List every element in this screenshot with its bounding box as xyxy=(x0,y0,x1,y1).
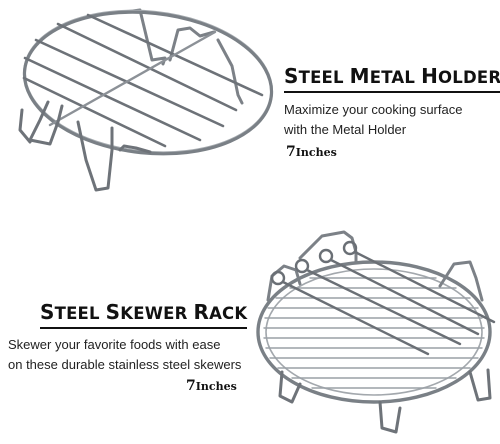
title-cap-letter: S xyxy=(40,300,55,324)
description-line: Skewer your favorite foods with ease xyxy=(8,337,221,352)
skewer xyxy=(281,280,430,356)
title-rest: ETAL xyxy=(369,68,422,87)
skewer-rack-title: STEEL SKEWER RACK xyxy=(40,302,247,323)
title-underline xyxy=(40,327,248,329)
size-unit: Inches xyxy=(195,380,237,393)
skewer-rack-ring-inner xyxy=(265,268,483,396)
skewer-rack-title-wrap: STEEL SKEWER RACK xyxy=(40,302,248,329)
skewers xyxy=(270,240,496,356)
size-number: 7 xyxy=(286,144,296,160)
skewer xyxy=(329,258,480,336)
metal-holder-size: 7Inches xyxy=(286,144,500,160)
skewer-loop xyxy=(318,248,334,264)
title-cap-letter: S xyxy=(105,300,121,324)
metal-holder-caption: STEEL METAL HOLDER Maximize your cooking… xyxy=(284,66,500,160)
skewer-rack-caption: STEEL SKEWER RACK Skewer your favorite f… xyxy=(8,302,248,394)
holder-back-leg-right-2 xyxy=(216,38,244,105)
holder-front-leg-mid xyxy=(76,120,114,192)
skewer-frame-left xyxy=(266,264,302,302)
metal-holder-description: Maximize your cooking surface with the M… xyxy=(284,100,500,140)
holder-front-leg-right xyxy=(118,144,152,154)
skewer-frame-back xyxy=(298,230,358,264)
holder-bar xyxy=(22,76,167,148)
holder-front-leg-left xyxy=(28,100,64,146)
skewer-leg-right xyxy=(468,368,492,402)
description-line: on these durable stainless steel skewers xyxy=(8,357,242,372)
holder-cross-bar xyxy=(48,30,217,127)
skewer-loop xyxy=(294,258,310,274)
title-cap-letter: H xyxy=(421,64,439,88)
description-line: with the Metal Holder xyxy=(284,122,407,137)
title-rest: TEEL xyxy=(298,68,350,87)
title-cap-letter: R xyxy=(193,300,210,324)
skewer-leg-left xyxy=(278,370,302,404)
title-underline xyxy=(284,91,500,93)
holder-back-leg-right xyxy=(168,26,216,62)
skewer-rack-grid xyxy=(263,277,485,389)
holder-back-leg-left xyxy=(123,8,167,66)
metal-holder-title-wrap: STEEL METAL HOLDER xyxy=(284,66,500,93)
holder-front-leg-left-2 xyxy=(18,108,32,144)
holder-ring xyxy=(22,10,274,156)
holder-bar xyxy=(23,56,202,142)
skewer xyxy=(305,268,462,346)
title-rest: KEWER xyxy=(120,304,194,323)
skewer-leg-mid xyxy=(378,400,402,434)
metal-holder-rack xyxy=(18,8,274,192)
skewer-rack xyxy=(256,230,496,434)
title-rest: ACK xyxy=(209,304,248,323)
skewer-frame-right xyxy=(438,260,484,302)
holder-bar xyxy=(56,22,238,112)
skewer xyxy=(353,250,496,324)
title-cap-letter: M xyxy=(349,64,370,88)
title-rest: TEEL xyxy=(54,304,106,323)
title-rest: OLDER xyxy=(438,68,500,87)
skewer-loop xyxy=(342,240,358,256)
holder-ring-back xyxy=(22,9,274,155)
title-cap-letter: S xyxy=(284,64,299,88)
holder-bar xyxy=(34,38,225,128)
skewer-rack-description: Skewer your favorite foods with ease on … xyxy=(8,335,247,375)
skewer-rack-ring-outer xyxy=(256,260,492,404)
size-number: 7 xyxy=(186,378,196,394)
metal-holder-title: STEEL METAL HOLDER xyxy=(284,66,500,87)
skewer-rack-size: 7Inches xyxy=(186,378,247,394)
skewer-loop xyxy=(270,270,286,286)
size-unit: Inches xyxy=(295,146,337,159)
description-line: Maximize your cooking surface xyxy=(284,102,463,117)
